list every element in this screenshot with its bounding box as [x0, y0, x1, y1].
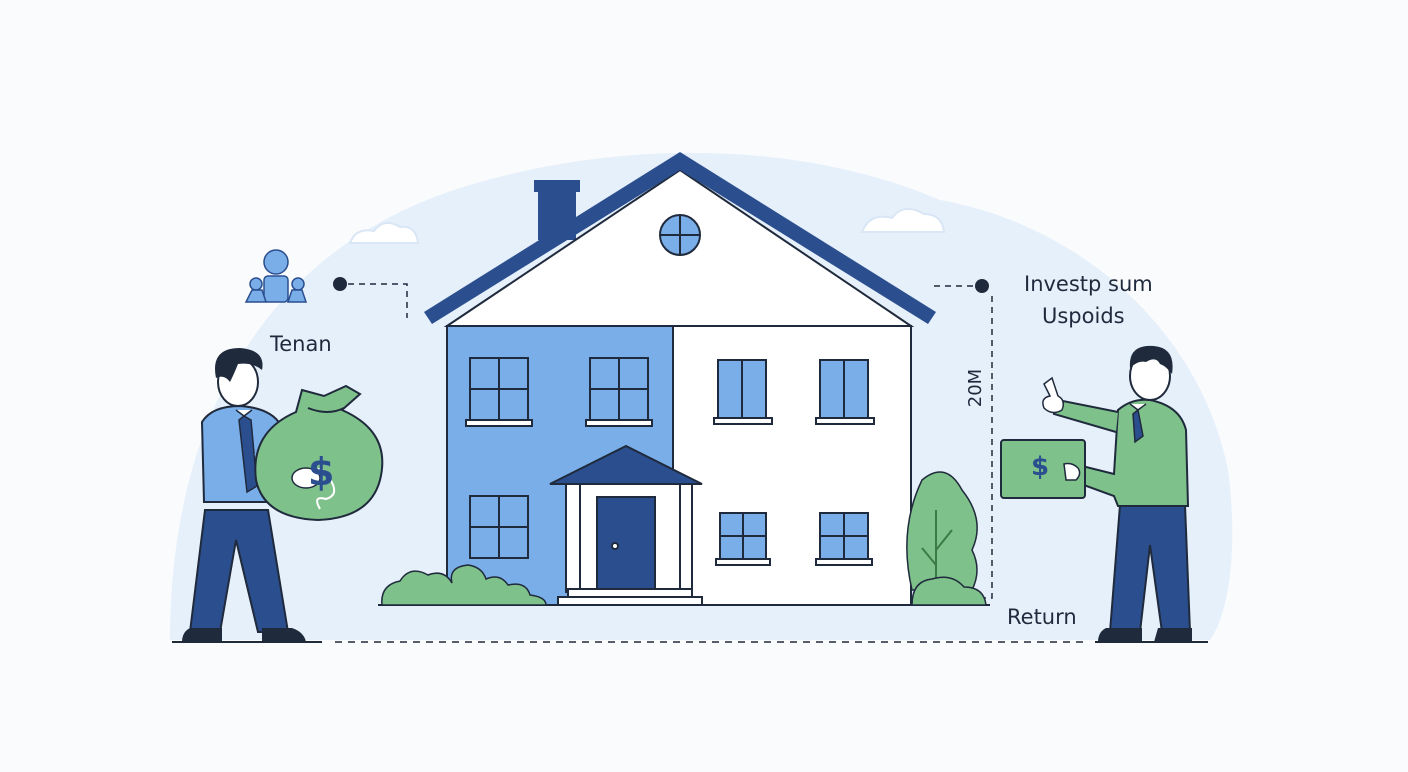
bush-icon	[381, 564, 547, 606]
investor-person	[1042, 345, 1192, 642]
window	[815, 512, 873, 566]
connector-line-left	[348, 283, 408, 318]
cloud-icon	[348, 221, 420, 244]
window	[713, 359, 773, 425]
entrance-porch	[549, 444, 703, 606]
connector-dot-left	[333, 277, 347, 291]
investor-label-line1: Investp sum	[1024, 272, 1153, 296]
amount-label: 20M	[965, 368, 987, 408]
house	[424, 152, 936, 606]
window	[715, 512, 771, 566]
return-label: Return	[1007, 605, 1077, 629]
investor-label-line2: Uspoids	[1042, 304, 1125, 328]
money-bag-icon	[254, 384, 384, 522]
window	[465, 357, 533, 427]
cash-note-symbol: $	[1031, 452, 1050, 482]
front-door	[596, 496, 656, 590]
attic-window	[659, 214, 701, 256]
window	[815, 359, 875, 425]
cash-note-icon	[1000, 439, 1086, 499]
cloud-icon	[860, 207, 946, 233]
connector-dot-right	[975, 279, 989, 293]
tree-icon	[906, 471, 987, 606]
person-group-icon	[244, 249, 308, 303]
house-right-wall	[672, 325, 912, 606]
tenant-label: Tenan	[270, 332, 332, 356]
window	[585, 357, 653, 427]
window	[469, 495, 529, 559]
money-bag-symbol: $	[308, 450, 335, 494]
